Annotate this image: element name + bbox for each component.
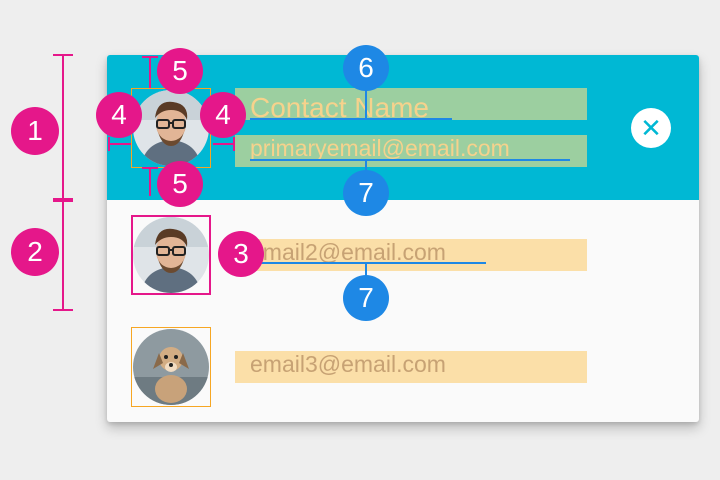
- email-highlight: [235, 239, 587, 271]
- annotation-badge-1: 1: [11, 107, 59, 155]
- list-avatar: [133, 217, 209, 293]
- avatar-frame: [131, 327, 211, 407]
- close-button[interactable]: ✕: [631, 108, 671, 148]
- contact-name-highlight: [235, 88, 587, 120]
- contact-header: Contact Name primaryemail@email.com ✕: [107, 55, 699, 200]
- man-with-glasses-photo-icon: [133, 217, 209, 293]
- annotation-badge-2: 2: [11, 228, 59, 276]
- annotation-badge-5-bottom: 5: [157, 161, 203, 207]
- annotation-badge-5-top: 5: [157, 48, 203, 94]
- padding-markers: [108, 56, 235, 196]
- annotation-badge-4-right: 4: [200, 92, 246, 138]
- annotation-badge-3: 3: [218, 231, 264, 277]
- list-email: email3@email.com: [250, 351, 446, 377]
- bracket-2: [53, 200, 73, 311]
- primary-email[interactable]: primaryemail@email.com: [250, 135, 510, 161]
- dog-photo-icon: [133, 329, 209, 405]
- email-highlight: [235, 351, 587, 383]
- avatar-frame: [131, 215, 211, 295]
- annotation-badge-6: 6: [343, 45, 389, 91]
- primary-email-highlight: [235, 135, 587, 167]
- contact-name: Contact Name: [250, 92, 429, 123]
- contact-card: Contact Name primaryemail@email.com ✕ em…: [107, 55, 699, 422]
- list-avatar: [133, 329, 209, 405]
- baseline-markers: [250, 80, 570, 284]
- annotation-badge-4-left: 4: [96, 92, 142, 138]
- bracket-1: [53, 54, 73, 200]
- annotation-badge-7-bottom: 7: [343, 275, 389, 321]
- annotation-badge-7-top: 7: [343, 170, 389, 216]
- list-email: email2@email.com: [250, 239, 446, 265]
- close-icon: ✕: [640, 113, 662, 143]
